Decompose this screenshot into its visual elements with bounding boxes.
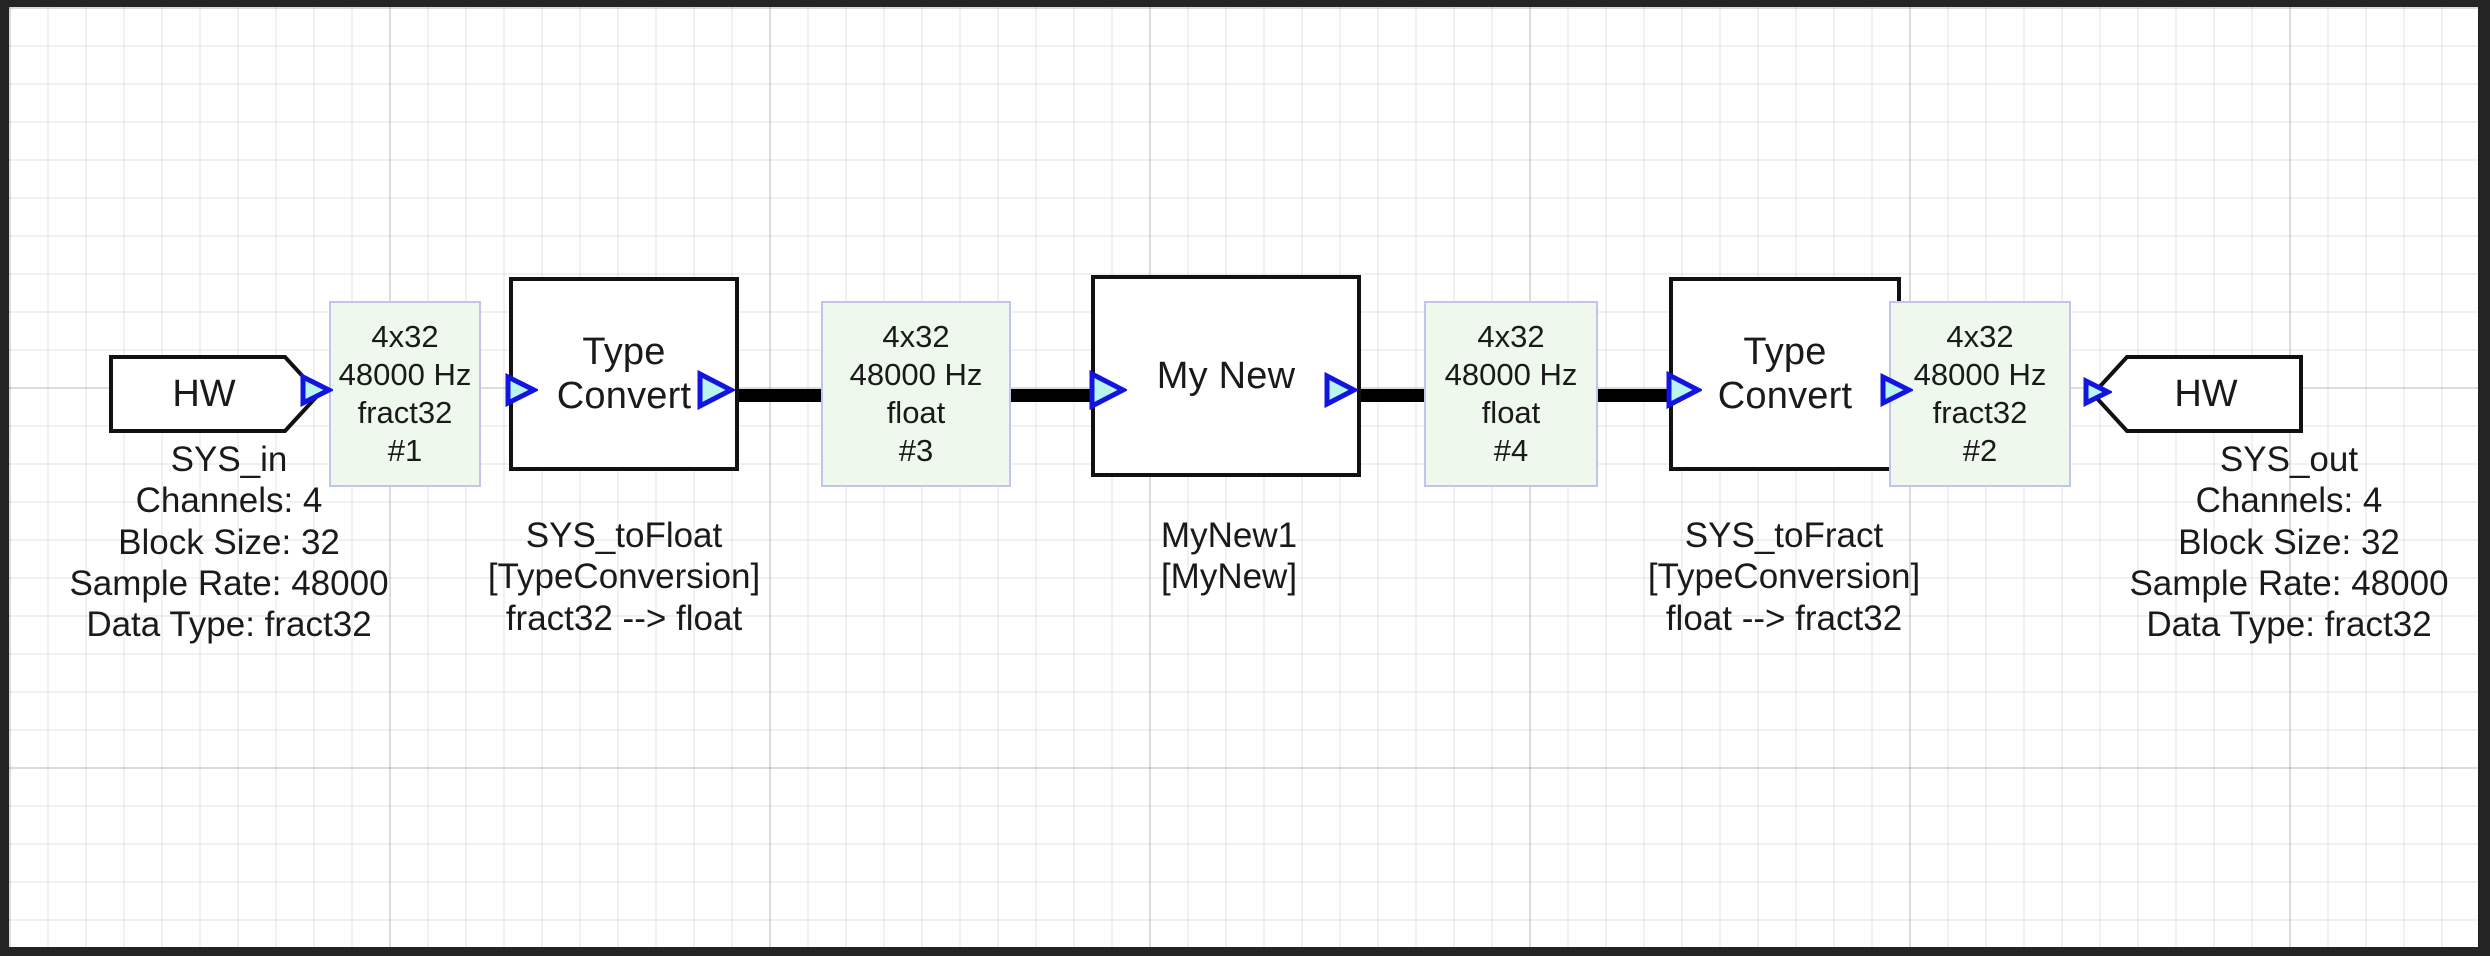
signal-tag-3-text: 4x32 48000 Hz float #3 xyxy=(850,318,983,469)
sys-tofloat-caption: SYS_toFloat [TypeConversion] fract32 -->… xyxy=(339,515,909,639)
port-sys-out-in[interactable] xyxy=(2082,377,2112,407)
block-sys-tofract-label: Type Convert xyxy=(1718,330,1852,418)
block-mynew1-label: My New xyxy=(1157,354,1295,398)
sys-in-hw-label: HW xyxy=(109,355,299,433)
signal-tag-1-text: 4x32 48000 Hz fract32 #1 xyxy=(339,318,472,469)
sys-out-caption: SYS_out Channels: 4 Block Size: 32 Sampl… xyxy=(2009,439,2490,645)
mynew1-caption: MyNew1 [MyNew] xyxy=(969,515,1489,598)
block-mynew1[interactable]: My New xyxy=(1091,275,1361,477)
block-sys-tofloat-label: Type Convert xyxy=(557,330,691,418)
port-mynew1-out[interactable] xyxy=(1322,372,1358,408)
port-tofract-out[interactable] xyxy=(1879,373,1913,407)
port-tofloat-in[interactable] xyxy=(504,373,538,407)
signal-tag-3[interactable]: 4x32 48000 Hz float #3 xyxy=(821,301,1011,487)
port-mynew1-in[interactable] xyxy=(1087,370,1127,410)
signal-tag-4-text: 4x32 48000 Hz float #4 xyxy=(1445,318,1578,469)
block-sys-tofract[interactable]: Type Convert xyxy=(1669,277,1901,471)
signal-tag-2-text: 4x32 48000 Hz fract32 #2 xyxy=(1914,318,2047,469)
port-tofloat-out[interactable] xyxy=(695,370,735,410)
signal-tag-4[interactable]: 4x32 48000 Hz float #4 xyxy=(1424,301,1598,487)
sys-tofract-caption: SYS_toFract [TypeConversion] float --> f… xyxy=(1499,515,2069,639)
signal-tag-1[interactable]: 4x32 48000 Hz fract32 #1 xyxy=(329,301,481,487)
sys-out-hw-label: HW xyxy=(2109,355,2303,433)
port-tofract-in[interactable] xyxy=(1664,371,1702,409)
port-sys-in-out[interactable] xyxy=(299,373,333,407)
signal-tag-2[interactable]: 4x32 48000 Hz fract32 #2 xyxy=(1889,301,2071,487)
